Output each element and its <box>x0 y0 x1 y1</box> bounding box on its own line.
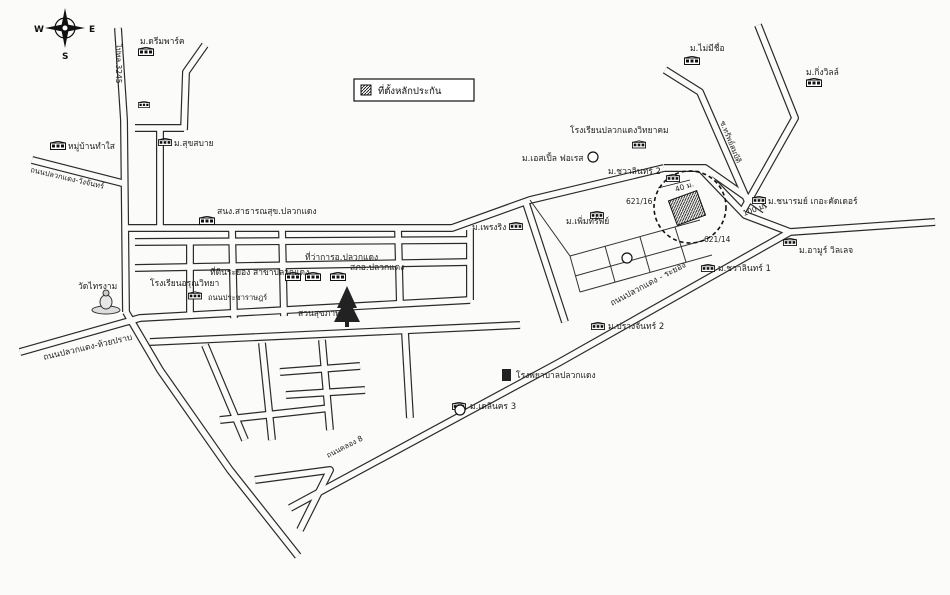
building-icon <box>509 222 523 230</box>
lot-line <box>569 255 581 293</box>
route-marker-icon <box>587 151 599 163</box>
lot-line <box>574 239 706 277</box>
building-icon <box>158 138 172 146</box>
building-icon <box>188 291 202 300</box>
road-fill <box>205 345 245 440</box>
legend-label: ที่ตั้งหลักประกัน <box>378 84 442 97</box>
hatched-property-icon <box>667 190 707 226</box>
label-road-klong8: ถนนคลอง 8 <box>325 434 365 460</box>
label-plot-16: 621/16 <box>626 197 653 206</box>
tree-icon <box>334 286 360 327</box>
label-chanarom: ม.ชนารมย์ เกอะคัดเดอร์ <box>768 196 858 207</box>
compass-south: S <box>62 52 68 62</box>
road-fill <box>280 366 360 372</box>
route-marker-icon <box>454 404 466 416</box>
road-soi-sap <box>665 70 748 202</box>
compass-rose-icon: W E S <box>34 8 95 62</box>
label-king-ville: ม.กิ่งวิลล์ <box>806 66 839 78</box>
building-icon <box>701 264 715 272</box>
road-fill <box>184 45 205 130</box>
label-amour: ม.อามูร์ วิลเลจ <box>799 245 853 256</box>
road-fill <box>322 340 330 430</box>
label-land-office: ที่ดินระยอง สาขาปลวกแดง <box>210 266 309 278</box>
label-plot-14: 621/14 <box>704 235 731 244</box>
label-temple: วัดไทรงาม <box>78 281 117 292</box>
building-icon <box>50 141 66 150</box>
lot-line <box>529 199 571 257</box>
label-no-name-village: ม.ไม่มีชื่อ <box>690 42 725 54</box>
road-fill <box>135 240 470 242</box>
label-chawalin2: ม.ชวาลินทร์ 2 <box>608 166 661 177</box>
label-health-office: สนง.สาธารณสุข.ปลวกแดง <box>217 207 317 217</box>
road-network-fill <box>20 25 935 556</box>
buddha-statue-icon <box>91 289 121 315</box>
road-network-outline <box>20 25 935 556</box>
lot-line <box>639 236 651 273</box>
building-icon <box>666 174 680 182</box>
route-marker-icon <box>621 252 633 264</box>
distance-line <box>657 179 691 189</box>
label-dream-park: ม.ดรีมพาร์ค <box>140 36 185 47</box>
label-deli3: ม.เดลินคร 3 <box>470 402 516 412</box>
route-markers <box>454 151 633 416</box>
building-icon <box>806 78 822 87</box>
lot-line <box>569 219 701 257</box>
label-health-park: สวนสุขภาพ <box>298 309 341 319</box>
label-police: สภอ.ปลวกแดง <box>350 263 404 273</box>
hatched-property-icon <box>360 84 372 96</box>
lot-line <box>579 254 713 293</box>
label-road-prachrat: ถนนประชาราษฎร์ <box>208 293 267 302</box>
hospital-icon <box>502 369 511 381</box>
building-icon <box>330 272 346 281</box>
dashed-circle-icon <box>653 170 727 244</box>
collateral-location <box>653 170 727 244</box>
road-fill <box>150 325 520 342</box>
label-school-arun: โรงเรียนอรุณวิทยา <box>150 278 219 289</box>
label-perm-sap: ม.เพิ่มทรัพย์ <box>566 215 609 227</box>
building-icon <box>591 322 605 330</box>
label-chawalin1: ม.ชวาลินทร์ 1 <box>718 263 771 274</box>
subdivision-lots <box>529 199 713 293</box>
legend-box: ที่ตั้งหลักประกัน <box>353 78 475 102</box>
building-icon <box>632 140 646 149</box>
building-icons <box>50 47 822 410</box>
compass-east: E <box>89 25 95 35</box>
label-pramjan2: ม.ปรางจันทร์ 2 <box>608 321 664 332</box>
label-es-forest: ม.เอสเปิ้ล ฟอเรส <box>522 152 584 164</box>
label-village-sai: หมู่บ้านทำใส <box>68 141 116 152</box>
building-icon <box>783 238 797 246</box>
building-icon <box>199 216 215 225</box>
lot-line <box>674 226 687 263</box>
label-to-route-3245: ไปทล.3245 <box>114 43 123 84</box>
road-fill <box>525 200 565 322</box>
label-suk-sabai: ม.สุขสบาย <box>174 139 214 149</box>
label-school-pluak: โรงเรียนปลวกแดงวิทยาคม <box>570 125 669 136</box>
label-district-office: ที่ว่าการอ.ปลวกแดง <box>305 251 378 263</box>
building-icon <box>684 56 700 65</box>
building-icon <box>138 47 154 56</box>
compass-west: W <box>34 25 44 35</box>
lot-line <box>604 245 616 283</box>
label-preng: ม.เพรงริง <box>472 223 506 233</box>
building-icon <box>138 100 150 108</box>
road-fill <box>742 25 795 212</box>
label-hospital: โรงพยาบาลปลวกแดง <box>516 370 596 381</box>
